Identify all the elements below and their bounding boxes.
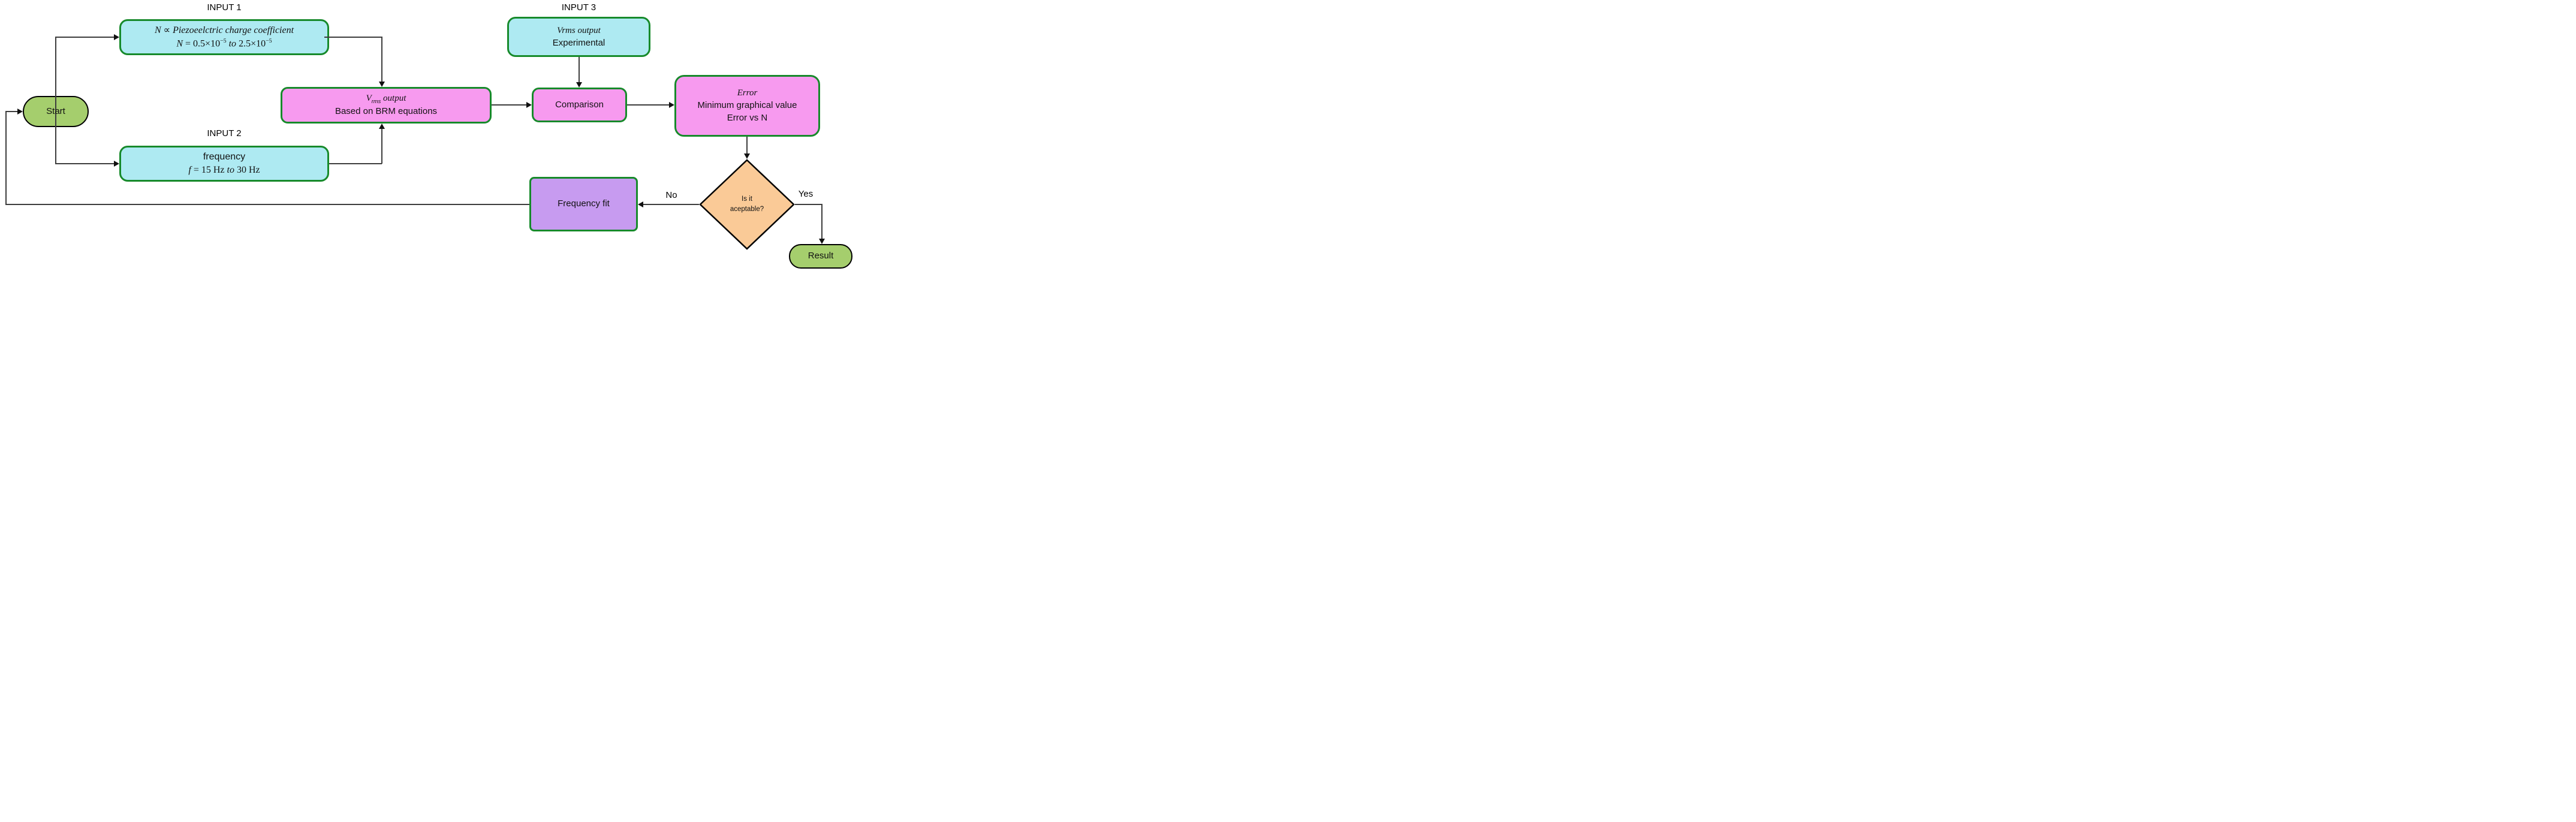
error-line3: Error vs N <box>727 112 768 123</box>
input2-line1: frequency <box>203 151 246 162</box>
arrowhead-into-vrms-top <box>379 82 385 87</box>
connector-vrms-to-comparison <box>492 104 526 106</box>
arrowhead-into-result <box>819 239 825 244</box>
comparison-node: Comparison <box>532 88 627 122</box>
input1-line2: N = 0.5×10−5 to 2.5×10−5 <box>176 37 272 49</box>
arrowhead-into-input1 <box>114 34 119 40</box>
input1-line1: N ∝ Piezoeelctric charge coefficient <box>154 25 294 35</box>
input3-line2: Experimental <box>552 37 605 48</box>
arrowhead-into-comparison-left <box>526 102 532 108</box>
no-label: No <box>665 190 677 200</box>
vrms-model-line2: Based on BRM equations <box>335 106 438 117</box>
connector-input3-to-comparison <box>579 57 580 82</box>
connector-branch-to-input2 <box>55 163 114 164</box>
result-label: Result <box>808 251 834 261</box>
frequency-fit-node: Frequency fit <box>529 177 638 231</box>
connector-decision-yes-v <box>821 204 822 239</box>
input3-node: Vrms output Experimental <box>507 17 650 57</box>
vrms-model-line1: Vrms output <box>366 94 406 105</box>
arrowhead-into-vrms-bottom <box>379 124 385 129</box>
connector-feedback-bottom <box>5 204 529 205</box>
input1-label: INPUT 1 <box>207 2 242 13</box>
decision-line2: aceptable? <box>730 206 764 213</box>
connector-input1-to-vrms-v <box>381 37 382 82</box>
error-line2: Minimum graphical value <box>697 100 797 111</box>
connector-decision-no <box>643 204 699 205</box>
input3-label: INPUT 3 <box>561 2 596 13</box>
error-node: Error Minimum graphical value Error vs N <box>674 75 820 137</box>
connector-feedback-to-start <box>5 111 17 112</box>
connector-input1-to-vrms-h <box>324 37 382 38</box>
arrowhead-into-comparison-top <box>576 82 582 88</box>
arrowhead-into-decision <box>744 153 750 159</box>
connector-start-branch <box>55 37 56 164</box>
input2-line2: f = 15 Hz to 30 Hz <box>188 165 260 175</box>
input2-label: INPUT 2 <box>207 128 242 138</box>
decision-diamond-icon <box>699 159 795 250</box>
error-line1: Error <box>737 88 758 98</box>
input3-line1: Vrms output <box>557 25 601 35</box>
flowchart-canvas: INPUT 1 INPUT 2 INPUT 3 Start N ∝ Piezoe… <box>0 0 859 274</box>
connector-input2-to-vrms-v <box>381 129 382 164</box>
arrowhead-into-frequency-fit <box>638 201 643 207</box>
arrowhead-into-start <box>17 109 23 115</box>
decision-text: Is it aceptable? <box>699 159 795 250</box>
frequency-fit-label: Frequency fit <box>558 198 610 209</box>
input2-node: frequency f = 15 Hz to 30 Hz <box>119 146 329 182</box>
connector-decision-yes-h <box>795 204 822 205</box>
connector-feedback-left <box>5 111 7 205</box>
connector-error-to-decision <box>746 137 748 153</box>
comparison-label: Comparison <box>555 99 604 110</box>
decision-line1: Is it <box>742 195 752 203</box>
arrowhead-into-input2 <box>114 161 119 167</box>
decision-node: Is it aceptable? <box>699 159 795 250</box>
result-node: Result <box>789 244 852 269</box>
connector-input2-to-vrms-h <box>329 163 382 164</box>
connector-branch-to-input1 <box>55 37 114 38</box>
yes-label: Yes <box>798 189 814 199</box>
arrowhead-into-error <box>669 102 674 108</box>
vrms-model-node: Vrms output Based on BRM equations <box>281 87 492 124</box>
start-node-label: Start <box>46 106 65 116</box>
connector-comparison-to-error <box>627 104 669 106</box>
input1-node: N ∝ Piezoeelctric charge coefficient N =… <box>119 19 329 55</box>
